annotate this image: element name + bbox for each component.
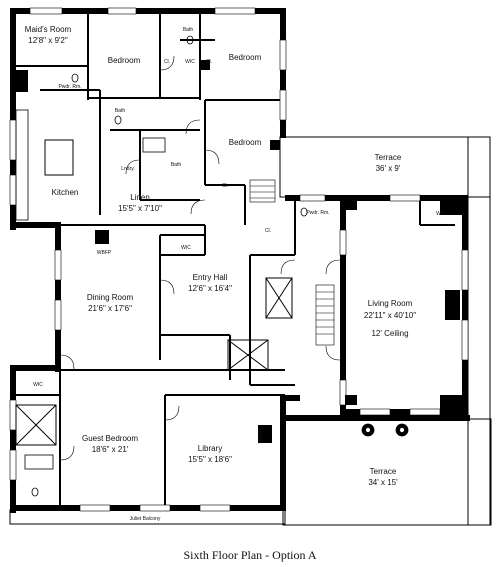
windows [9, 7, 469, 512]
lndry-label: Lndry. [121, 166, 135, 172]
library-dims: 15'5" x 18'6" [188, 455, 232, 464]
guest-bedroom-name: Guest Bedroom [82, 434, 138, 443]
bedroom-2-name: Bedroom [229, 53, 262, 62]
kitchen-name: Kitchen [52, 188, 79, 197]
dining-room-name: Dining Room [87, 293, 134, 302]
living-room-name: Living Room [368, 299, 413, 308]
bath-label-1: Bath [183, 27, 194, 33]
wbfp-label-1: WBFP [97, 250, 112, 256]
shafts [15, 277, 293, 446]
linen-name: Linen [130, 193, 150, 202]
living-room-dims: 22'11" x 40'10" [364, 311, 416, 320]
plan-caption: Sixth Floor Plan - Option A [183, 548, 317, 562]
entry-hall-name: Entry Hall [193, 273, 228, 282]
wic-label-2: WIC [181, 245, 191, 251]
maids-room-dims: 12'8" x 9'2" [28, 36, 68, 45]
cl-label-1: Cl. [21, 75, 27, 81]
terrace-south-dims: 34' x 15' [368, 478, 398, 487]
entry-hall-dims: 12'6" x 16'4" [188, 284, 232, 293]
bedroom-1-name: Bedroom [108, 56, 141, 65]
juliet-balcony-name: Juliet Balcony [130, 516, 161, 522]
wic-label-4: WIC [33, 382, 43, 388]
terrace-north-name: Terrace [375, 153, 402, 162]
bath-label-2: Bath [115, 108, 126, 114]
piers [10, 60, 462, 443]
cl-label-4: Cl. [222, 183, 228, 189]
guest-bedroom-dims: 18'6" x 21' [92, 445, 129, 454]
kitchen-counter [15, 109, 29, 221]
living-room-note: 12' Ceiling [371, 329, 408, 338]
floor-plan: Maid's Room 12'8" x 9'2" Bedroom Bedroom… [9, 7, 492, 526]
cl-label-5: Cl. [265, 228, 271, 234]
dining-room-dims: 21'6" x 17'6" [88, 304, 132, 313]
cl-label-3: Cl. [206, 59, 212, 65]
fixtures [24, 35, 409, 497]
library-name: Library [198, 444, 222, 453]
stairs [249, 179, 335, 346]
terrace-north-dims: 36' x 9' [376, 164, 401, 173]
wbfp-label-2: WBFP [258, 428, 264, 443]
wic-label-1: WIC [185, 59, 195, 65]
wic-label-3: WIC [436, 211, 446, 217]
bath-label-3: Bath [171, 162, 182, 168]
cl-label-2: Cl. [164, 59, 170, 65]
terrace-south-name: Terrace [370, 467, 397, 476]
pwdr-label-2: Pwdr. Rm. [306, 210, 329, 216]
maids-room-name: Maid's Room [25, 25, 72, 34]
pwdr-label-1: Pwdr. Rm. [58, 84, 81, 90]
kitchen-island [44, 139, 74, 176]
linen-dims: 15'5" x 7'10" [118, 204, 162, 213]
bedroom-3-name: Bedroom [229, 138, 262, 147]
door-swings [59, 55, 341, 461]
